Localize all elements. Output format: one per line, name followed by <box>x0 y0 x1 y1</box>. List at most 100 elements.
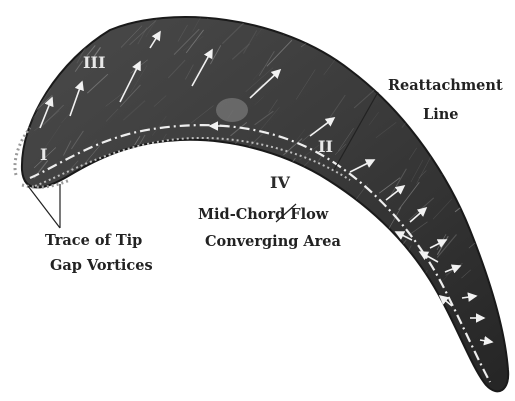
oil-streak <box>199 145 210 158</box>
oil-streak <box>193 155 204 174</box>
oil-streak <box>240 254 262 281</box>
oil-streak <box>132 222 142 232</box>
oil-streak <box>273 264 281 274</box>
oil-streak <box>132 147 142 163</box>
mid-chord-label-line2: Converging Area <box>205 233 342 250</box>
oil-streak <box>143 171 150 183</box>
oil-streak <box>352 236 365 253</box>
oil-streak <box>162 218 174 233</box>
oil-streak <box>472 37 482 52</box>
oil-streak <box>57 27 64 40</box>
oil-streak <box>490 257 500 266</box>
tip-gap-leader-1 <box>28 186 60 228</box>
oil-streak <box>31 230 45 242</box>
oil-streak <box>476 0 487 11</box>
blade-body <box>22 17 508 391</box>
oil-streak <box>459 136 486 163</box>
oil-streak <box>283 12 300 34</box>
converging-patch <box>216 98 248 122</box>
oil-streak <box>345 11 361 37</box>
oil-streak <box>68 20 80 34</box>
oil-streak <box>439 56 450 73</box>
oil-streak <box>328 31 338 40</box>
oil-streak <box>485 167 502 183</box>
region-label-2: II <box>318 137 333 156</box>
oil-streak <box>373 273 384 284</box>
oil-streak <box>301 30 325 47</box>
oil-streak <box>139 210 145 221</box>
oil-streak <box>30 250 38 258</box>
oil-streak <box>402 110 416 128</box>
oil-streak <box>185 160 200 172</box>
oil-streak <box>221 0 241 13</box>
oil-streak <box>284 0 304 15</box>
oil-streak <box>112 182 136 209</box>
oil-streak <box>366 249 385 265</box>
oil-streak <box>29 51 44 61</box>
oil-streak <box>484 0 499 12</box>
oil-streak <box>326 264 349 281</box>
oil-streak <box>94 187 115 208</box>
oil-streak <box>291 170 299 181</box>
reattachment-label-line1: Reattachment <box>388 77 503 94</box>
oil-streak <box>56 201 70 226</box>
oil-streak <box>42 0 66 28</box>
oil-streak <box>76 202 95 216</box>
oil-streak <box>141 217 153 229</box>
oil-streak <box>491 133 499 140</box>
oil-streak <box>22 21 45 37</box>
oil-streak <box>187 4 201 15</box>
oil-streak <box>297 263 316 278</box>
oil-streak <box>209 159 225 170</box>
oil-streak <box>225 260 246 276</box>
oil-streak <box>103 203 111 210</box>
oil-streak <box>369 77 374 86</box>
oil-streak <box>398 245 411 270</box>
oil-streak <box>178 189 197 207</box>
oil-streak <box>30 257 41 279</box>
oil-streak <box>458 0 472 10</box>
oil-streak <box>163 253 177 276</box>
oil-streak <box>367 23 386 43</box>
oil-streak <box>311 184 319 195</box>
oil-streak <box>468 193 485 208</box>
oil-streak <box>459 2 472 15</box>
oil-streak <box>214 148 230 161</box>
region-label-4: IV <box>270 173 290 192</box>
oil-streak <box>442 157 454 175</box>
tip-gap-label-line1: Trace of Tip <box>45 232 142 249</box>
oil-streak <box>255 156 262 167</box>
oil-streak <box>412 25 421 41</box>
oil-streak <box>378 240 392 266</box>
mid-chord-label-line1: Mid-Chord Flow <box>198 206 329 223</box>
oil-streak <box>21 43 35 67</box>
oil-streak <box>169 179 188 194</box>
region-label-3: III <box>83 53 105 72</box>
oil-streak <box>340 198 345 207</box>
oil-streak <box>34 71 50 87</box>
oil-streak <box>393 260 402 268</box>
tip-gap-label-line2: Gap Vortices <box>50 257 153 274</box>
oil-streak <box>420 51 431 61</box>
oil-streak <box>303 14 312 29</box>
oil-streak <box>398 278 407 288</box>
oil-streak <box>478 106 495 123</box>
oil-streak <box>382 255 400 269</box>
region-label-1: I <box>40 145 47 164</box>
oil-streak <box>199 187 212 204</box>
oil-streak <box>338 205 354 232</box>
oil-streak <box>100 0 128 11</box>
oil-streak <box>132 206 147 217</box>
reattachment-label-line2: Line <box>423 106 458 123</box>
oil-streak <box>204 222 218 233</box>
oil-streak <box>487 143 504 165</box>
oil-streak <box>101 10 107 21</box>
oil-streak <box>377 35 390 47</box>
oil-streak <box>494 1 512 15</box>
oil-streak <box>440 122 453 145</box>
oil-streak <box>336 29 351 54</box>
oil-streak <box>226 255 234 267</box>
oil-streak <box>484 204 504 234</box>
